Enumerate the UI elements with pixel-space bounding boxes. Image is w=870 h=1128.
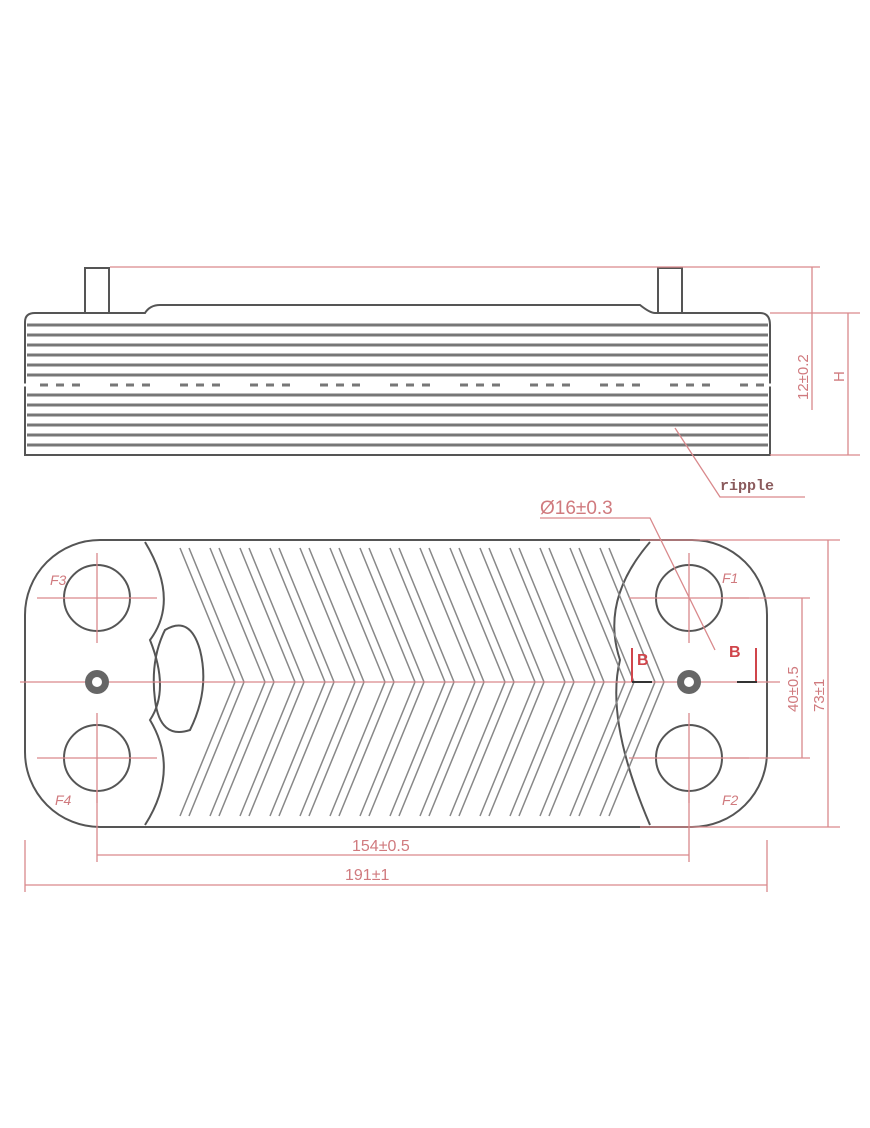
right-gasket	[613, 541, 651, 826]
thickness-dim: 12±0.2	[795, 354, 812, 400]
port-diameter-dim: Ø16±0.3	[540, 498, 613, 519]
port-label-f3: F3	[50, 572, 67, 588]
port-label-f1: F1	[722, 570, 738, 586]
width-dim: 73±1	[811, 679, 828, 712]
plate-view: 40±0.5 73±1 154±0.5 191±1 Ø16±0.3 F1 F2 …	[20, 498, 840, 892]
side-view: 12±0.2 H ripple	[10, 266, 860, 498]
distribution-area	[152, 624, 205, 733]
port-spacing-dim: 40±0.5	[785, 666, 802, 712]
length-dim: 191±1	[345, 867, 389, 884]
side-view-plates	[10, 323, 800, 447]
port-stub-left	[84, 267, 110, 314]
port-label-f2: F2	[722, 792, 739, 808]
port-center-dim: 154±0.5	[352, 838, 410, 855]
height-dim: H	[831, 371, 848, 382]
left-gasket	[144, 541, 165, 826]
section-mark-b-left: B	[637, 652, 649, 669]
ripple-leader	[674, 427, 805, 498]
side-view-outline	[24, 304, 771, 456]
port-label-f4: F4	[55, 792, 72, 808]
bolt-hole	[684, 677, 694, 687]
port-stub-right	[657, 267, 683, 314]
plate-outline	[24, 539, 768, 828]
bolt-hole	[92, 677, 102, 687]
section-mark-b-right: B	[729, 644, 741, 661]
port-diameter-leader	[540, 517, 716, 651]
ripple-label: ripple	[720, 478, 774, 495]
